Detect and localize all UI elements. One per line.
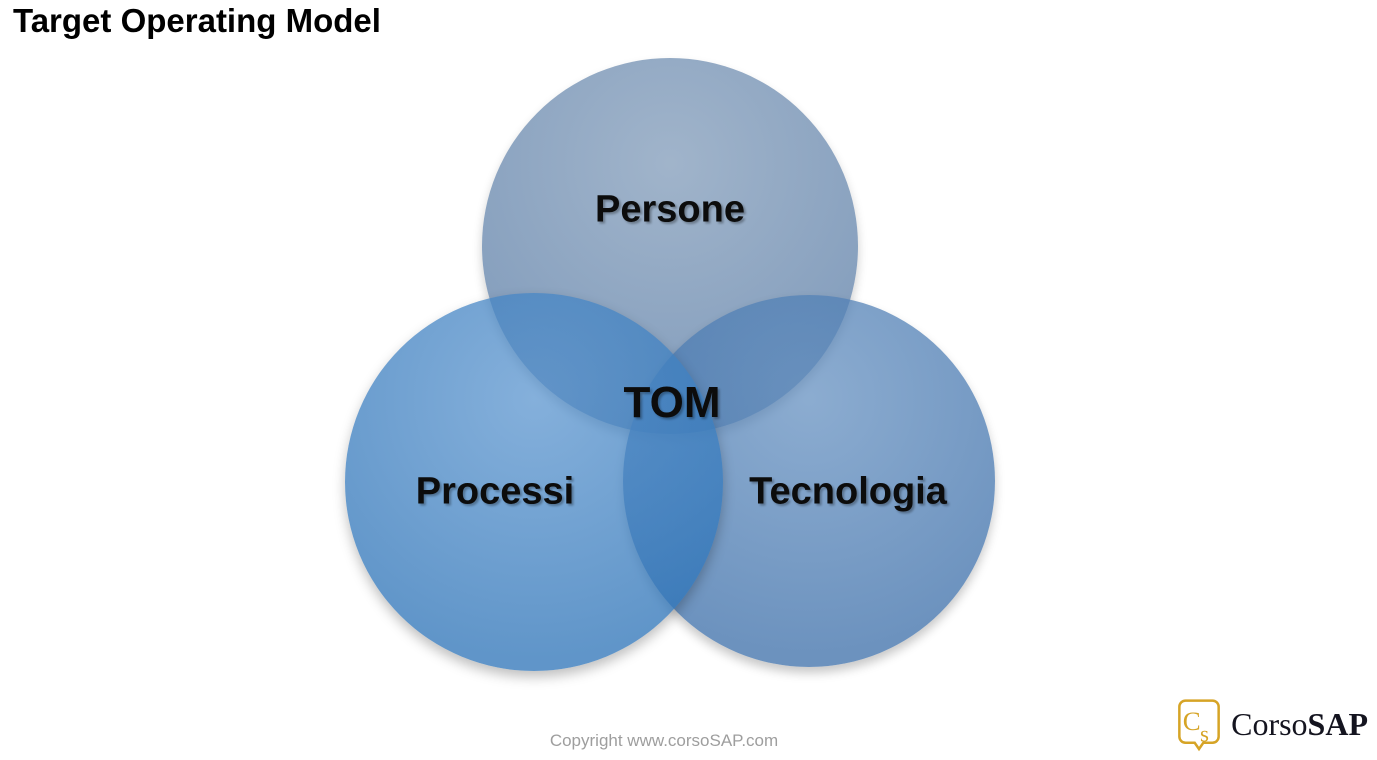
brand-name-bold: SAP bbox=[1307, 706, 1368, 742]
copyright-text: Copyright www.corsoSAP.com bbox=[549, 731, 779, 750]
brand-name: CorsoSAP bbox=[1231, 708, 1368, 744]
label-processi: Processi bbox=[415, 470, 575, 513]
label-tom: TOM bbox=[623, 378, 721, 427]
corsosap-badge-icon: C s bbox=[1178, 699, 1220, 752]
badge-letter-s: s bbox=[1200, 721, 1209, 746]
badge-letter-c: C bbox=[1183, 706, 1201, 736]
venn-circle-processi bbox=[345, 293, 723, 671]
brand-name-regular: Corso bbox=[1231, 706, 1308, 742]
label-persone: Persone bbox=[595, 188, 745, 231]
page-title: Target Operating Model bbox=[13, 2, 381, 39]
label-tecnologia: Tecnologia bbox=[749, 470, 947, 513]
corsosap-logo: C s CorsoSAP bbox=[1176, 698, 1368, 754]
